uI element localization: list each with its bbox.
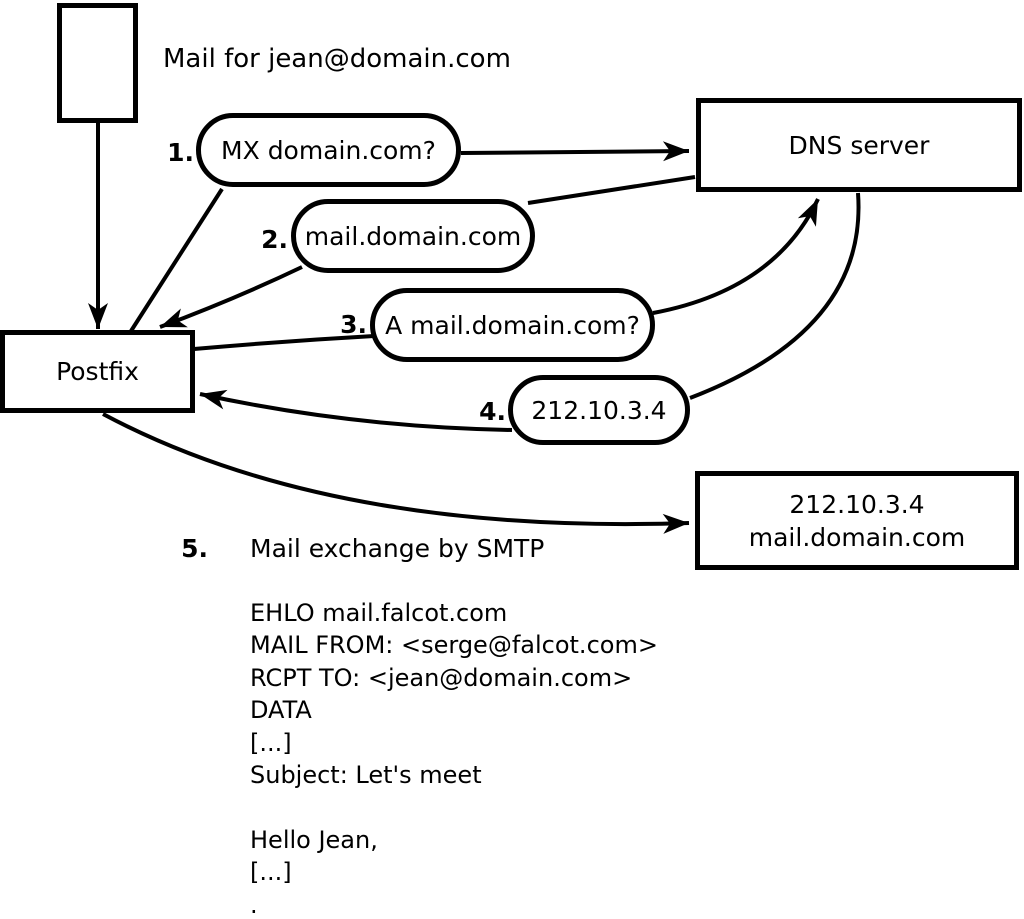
connector-postfix-to-step1	[129, 187, 224, 333]
connector-step2-to-postfix	[159, 265, 303, 329]
connector-step1-to-dns	[460, 141, 690, 162]
step-1-pill: MX domain.com?	[196, 113, 461, 187]
step-4-label: 212.10.3.4	[531, 395, 667, 425]
step-4-number: 4.	[479, 397, 506, 426]
postfix-box: Postfix	[0, 330, 195, 413]
connector-dns-to-step4	[689, 192, 861, 400]
step-5-label: Mail exchange by SMTP	[250, 534, 545, 563]
step-3-number: 3.	[340, 310, 367, 339]
step-4-pill: 212.10.3.4	[508, 375, 690, 445]
postfix-label: Postfix	[56, 357, 139, 386]
connector-postfix-to-mail-server	[102, 412, 690, 534]
step-1-number: 1.	[167, 138, 194, 167]
connector-postfix-to-step3	[193, 334, 375, 351]
step-3-label: A mail.domain.com?	[385, 310, 640, 340]
step-1-label: MX domain.com?	[221, 135, 436, 165]
mail-message-box	[57, 3, 138, 123]
step-2-number: 2.	[261, 225, 288, 254]
dns-server-label: DNS server	[788, 130, 930, 160]
connector-step3-to-dns	[652, 198, 820, 315]
connector-dns-to-step2	[527, 175, 696, 205]
connector-step4-to-postfix	[199, 389, 513, 432]
mail-server-box: 212.10.3.4 mail.domain.com	[695, 471, 1019, 570]
title-label: Mail for jean@domain.com	[163, 44, 511, 74]
step-3-pill: A mail.domain.com?	[370, 288, 655, 362]
smtp-session-text: EHLO mail.falcot.com MAIL FROM: <serge@f…	[250, 599, 658, 919]
mail-server-ip: 212.10.3.4	[789, 489, 925, 519]
mail-server-hostname: mail.domain.com	[748, 522, 966, 552]
step-5-number: 5.	[181, 534, 208, 563]
step-2-label: mail.domain.com	[304, 221, 522, 251]
dns-server-box: DNS server	[696, 98, 1022, 192]
step-2-pill: mail.domain.com	[291, 199, 535, 273]
